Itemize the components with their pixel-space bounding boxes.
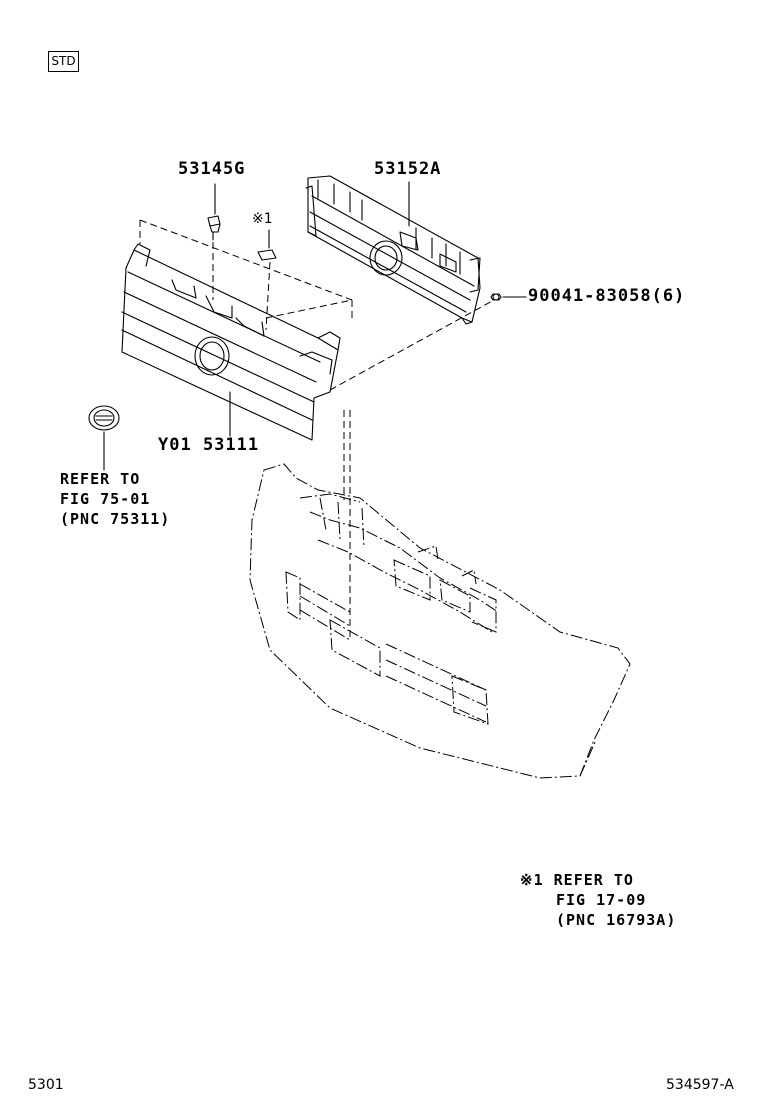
callout-mark1: ※1 (252, 211, 273, 227)
callout-53152A: 53152A (374, 159, 442, 179)
refer-note-line2: FIG 17-09 (556, 891, 647, 909)
leader-lines (103, 181, 527, 471)
screw-90041 (490, 293, 502, 301)
clip-53145G (207, 215, 221, 241)
callout-90041-83058: 90041-83058(6) (528, 286, 686, 306)
refer-emblem-line1: REFER TO (60, 470, 141, 488)
footer-drawing-id: 534597-A (666, 1077, 734, 1093)
refer-note-line1: ※1 REFER TO (520, 871, 634, 889)
refer-note-line3: (PNC 16793A) (556, 911, 677, 929)
std-badge: STD (48, 51, 79, 72)
assembly-guides (139, 219, 495, 640)
callout-Y01-53111: Y01 53111 (158, 435, 260, 455)
footer-page-code: 5301 (28, 1077, 64, 1093)
emblem-75311 (88, 405, 120, 431)
front-bumper (249, 463, 631, 779)
grille-main-53111 (121, 243, 341, 441)
refer-emblem-line2: FIG 75-01 (60, 490, 151, 508)
label-plate (257, 249, 277, 261)
refer-emblem-line3: (PNC 75311) (60, 510, 171, 528)
grille-main-emblem-ring (194, 336, 230, 376)
grille-inner-53152A (305, 175, 481, 325)
grille-inner-emblem-ring (369, 240, 403, 276)
callout-53145G: 53145G (178, 159, 246, 179)
